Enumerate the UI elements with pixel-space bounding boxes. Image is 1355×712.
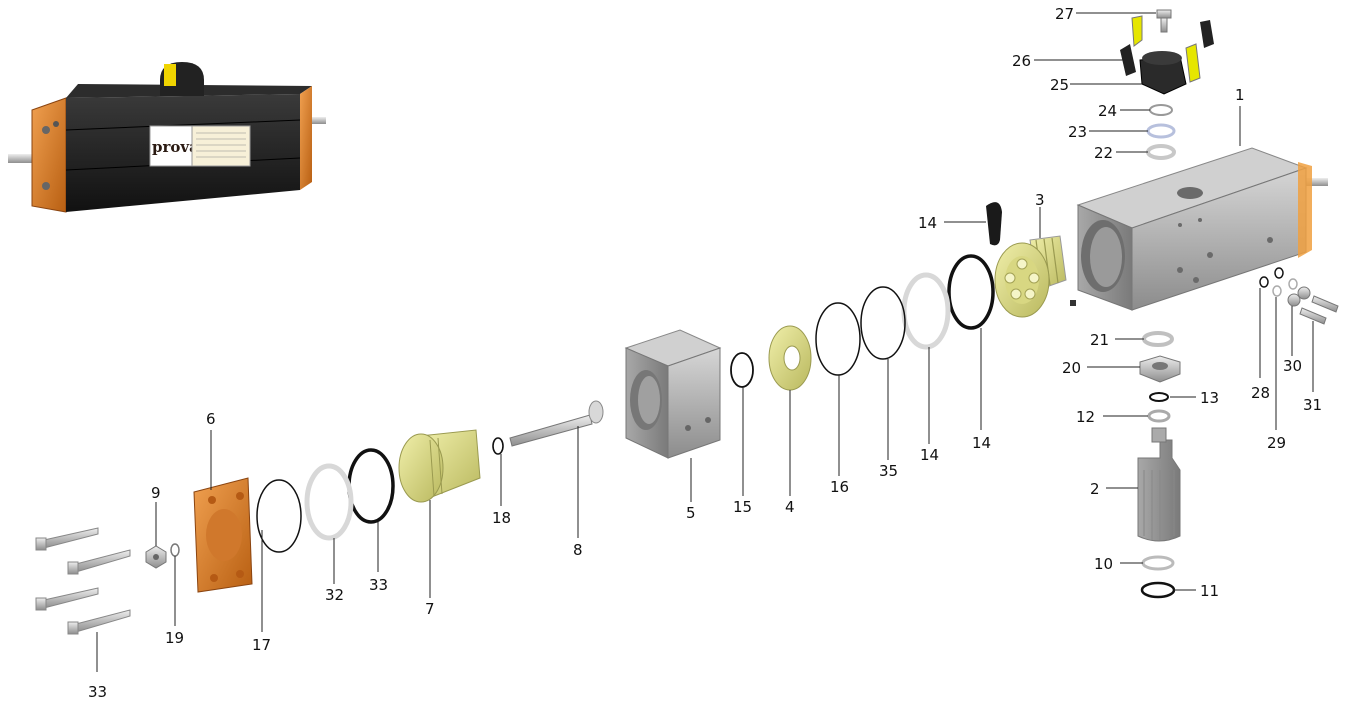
callout-34-mid: 33 (369, 576, 388, 594)
piston-7-part (398, 429, 481, 503)
screw-28-part (1156, 9, 1172, 33)
callout-27: 26 (1012, 52, 1031, 70)
leader-lines (96, 12, 1314, 672)
guide-strip-part (986, 202, 1002, 246)
callout-2: 2 (1090, 480, 1100, 498)
o-ring-29-part (1259, 276, 1269, 288)
washer-30-part (1272, 285, 1282, 297)
callout-14-top: 14 (918, 214, 937, 232)
callout-35: 35 (879, 462, 898, 480)
callout-26: 25 (1050, 76, 1069, 94)
callout-25: 24 (1098, 102, 1117, 120)
callout-17: 16 (830, 478, 849, 496)
callout-8: 8 (573, 541, 583, 559)
nut-9-part (145, 545, 167, 569)
cam-21-part (1139, 355, 1181, 383)
callout-16: 15 (733, 498, 752, 516)
o-ring-17-part (815, 302, 861, 376)
callout-32: 31 (1303, 396, 1322, 414)
o-ring-16-part (730, 352, 754, 388)
callout-24: 23 (1068, 123, 1087, 141)
callout-1: 1 (1235, 86, 1245, 104)
washer-24-part (1146, 123, 1176, 139)
middle-block-part (624, 329, 722, 459)
cap-bolts-part (35, 527, 131, 635)
washer-22-part (1142, 331, 1174, 347)
callout-19: 18 (492, 509, 511, 527)
callout-10: 10 (1094, 555, 1113, 573)
washer-20-part (170, 543, 180, 557)
callout-4: 4 (785, 498, 795, 516)
o-ring-34-part (347, 448, 395, 524)
washer-10-part (1141, 555, 1175, 571)
o-ring-19-part (492, 437, 504, 455)
callout-20: 19 (165, 629, 184, 647)
callout-13: 13 (1200, 389, 1219, 407)
o-ring-15-part (947, 254, 995, 330)
washer-30b-part (1288, 278, 1298, 290)
callout-34-left: 33 (88, 683, 107, 701)
assembled-actuator: proval (8, 62, 326, 213)
callout-15: 14 (972, 434, 991, 452)
callout-18: 17 (252, 636, 271, 654)
callout-labels: 27 26 25 24 23 22 1 14 3 21 20 13 12 2 1… (88, 5, 1322, 701)
o-ring-18-part (256, 479, 302, 553)
callout-14-bottom: 14 (920, 446, 939, 464)
piston-rod-part (509, 400, 604, 447)
bearing-ring-33-part (304, 463, 354, 541)
washer-23-part (1146, 144, 1176, 160)
callout-30: 29 (1267, 434, 1286, 452)
callout-28: 27 (1055, 5, 1074, 23)
end-cap-part (193, 477, 253, 593)
pinion-shaft-part (1137, 427, 1181, 542)
callout-9: 9 (151, 484, 161, 502)
piston-3-part (994, 235, 1067, 318)
callout-33: 32 (325, 586, 344, 604)
nuts-31-part (1287, 286, 1311, 307)
callout-22: 21 (1090, 331, 1109, 349)
housing-part (1070, 147, 1328, 311)
callout-6: 6 (206, 410, 216, 428)
callout-5: 5 (686, 504, 696, 522)
callout-21: 20 (1062, 359, 1081, 377)
o-ring-29b-part (1274, 267, 1284, 279)
bolts-32-part (1299, 295, 1339, 325)
o-ring-13-part (1149, 392, 1169, 402)
circlip-25-part (1149, 104, 1173, 116)
callout-3: 3 (1035, 191, 1045, 209)
bearing-ring-14-part (901, 272, 951, 350)
bearing-4-part (768, 325, 812, 391)
bushing-12-part (1147, 409, 1171, 423)
callout-12: 12 (1076, 408, 1095, 426)
o-ring-35-part (860, 286, 906, 360)
callout-11: 11 (1200, 582, 1219, 600)
o-ring-11-part (1140, 581, 1176, 599)
indicator-26-part (1139, 51, 1187, 95)
callout-31: 30 (1283, 357, 1302, 375)
callout-23: 22 (1094, 144, 1113, 162)
callout-29: 28 (1251, 384, 1270, 402)
callout-7: 7 (425, 600, 435, 618)
